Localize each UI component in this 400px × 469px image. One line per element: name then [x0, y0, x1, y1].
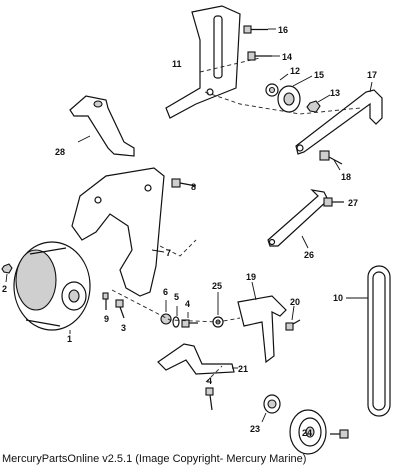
- alternator-1[interactable]: [13, 241, 91, 331]
- bolt-22[interactable]: [330, 429, 349, 439]
- callout-21: 21: [238, 364, 248, 374]
- callout-1: 1: [67, 334, 72, 344]
- bolt-27[interactable]: [323, 197, 344, 207]
- callout-15: 15: [314, 70, 324, 80]
- callout-12: 12: [290, 66, 300, 76]
- callout-27: 27: [348, 198, 358, 208]
- bolt-4-upper[interactable]: [181, 319, 198, 328]
- callout-6: 6: [163, 287, 168, 297]
- pulley-15[interactable]: [277, 85, 301, 113]
- callout-5: 5: [174, 292, 179, 302]
- callout-14: 14: [282, 52, 292, 62]
- bolt-4-lower[interactable]: [205, 387, 214, 411]
- callout-18: 18: [341, 172, 351, 182]
- callout-4-lower: 4: [207, 376, 212, 386]
- callout-11: 11: [172, 59, 182, 69]
- callout-9: 9: [104, 314, 109, 324]
- callout-4-upper: 4: [185, 299, 190, 309]
- nut-13[interactable]: [306, 100, 321, 113]
- bracket-11[interactable]: [165, 5, 241, 119]
- spacer-6[interactable]: [160, 313, 172, 325]
- copyright-footer: MercuryPartsOnline v2.5.1 (Image Copyrig…: [2, 453, 307, 465]
- adjusting-arm-17[interactable]: [295, 89, 383, 155]
- callout-2: 2: [2, 284, 7, 294]
- callout-24: 24: [302, 428, 312, 438]
- bolt-20[interactable]: [285, 319, 301, 331]
- bracket-19[interactable]: [237, 295, 287, 364]
- callout-3: 3: [121, 323, 126, 333]
- callout-8: 8: [191, 182, 196, 192]
- callout-10: 10: [333, 293, 343, 303]
- bolt-9[interactable]: [102, 292, 109, 310]
- callout-13: 13: [330, 88, 340, 98]
- callout-23: 23: [250, 424, 260, 434]
- spacer-23[interactable]: [263, 394, 281, 414]
- washer-5[interactable]: [172, 316, 180, 328]
- callout-17: 17: [367, 70, 377, 80]
- brace-28[interactable]: [69, 95, 135, 157]
- bolt-14[interactable]: [247, 51, 272, 61]
- bolt-16[interactable]: [243, 25, 268, 34]
- callout-7: 7: [166, 248, 171, 258]
- callout-25: 25: [212, 281, 222, 291]
- callout-26: 26: [304, 250, 314, 260]
- callout-16: 16: [278, 25, 288, 35]
- callout-28: 28: [55, 147, 65, 157]
- nut-2[interactable]: [1, 263, 13, 274]
- bolt-8[interactable]: [171, 178, 197, 188]
- callout-20: 20: [290, 297, 300, 307]
- bolt-18[interactable]: [319, 150, 343, 165]
- alternator-bracket-7[interactable]: [71, 167, 165, 297]
- callout-19: 19: [246, 272, 256, 282]
- bracket-26[interactable]: [267, 189, 329, 247]
- spacer-12[interactable]: [265, 83, 279, 97]
- pulley-24[interactable]: [289, 409, 327, 455]
- drive-belt-10[interactable]: [367, 265, 391, 417]
- bracket-21[interactable]: [157, 343, 235, 375]
- bolt-3[interactable]: [115, 299, 125, 319]
